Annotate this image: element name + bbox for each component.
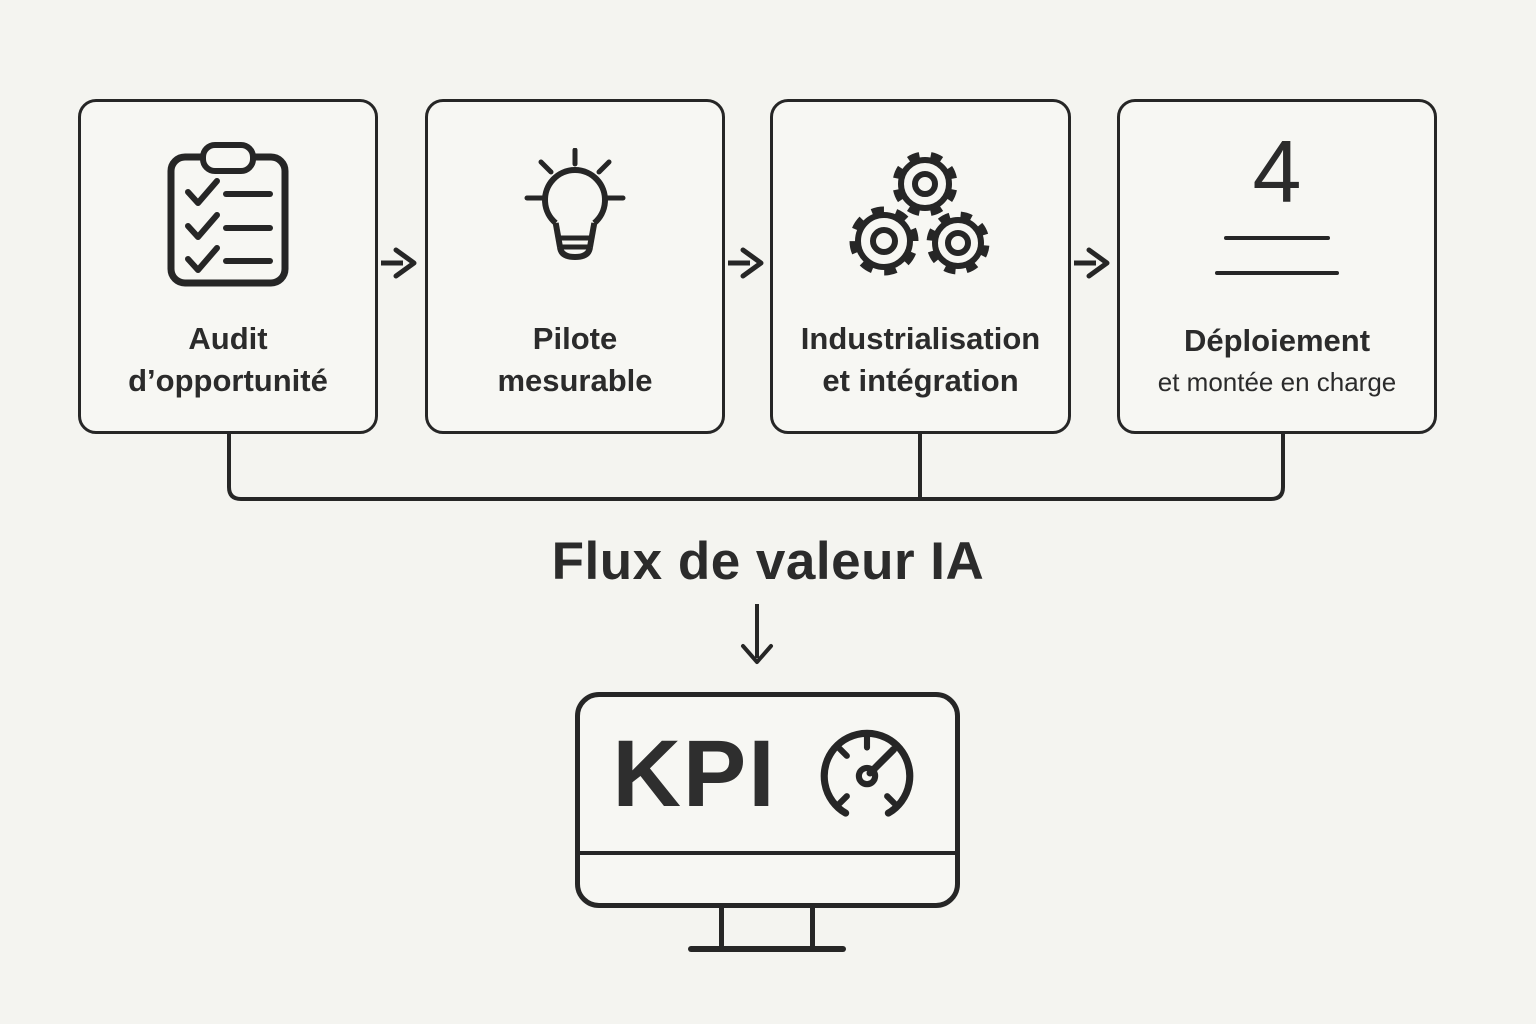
step-label-line1: Déploiement [1183,323,1371,358]
flow-title: Flux de valeur IA [551,532,985,591]
step-card-pilote: Pilote mesurable [425,99,725,434]
lightbulb-icon [524,148,626,261]
arrow-step2-to-step3 [728,247,764,279]
step-label-deploiement: Déploiement et montée en charge [1120,320,1434,402]
monitor-stand-leg [719,906,724,948]
monitor-stand-leg [810,906,815,948]
arrow-step1-to-step2 [381,247,417,279]
step-card-deploiement: 4 Déploiement et montée en charge [1117,99,1437,434]
gears-icon [849,151,989,276]
step-label-audit: Audit d’opportunité [81,318,375,402]
kpi-monitor: KPI [575,692,960,908]
step-label-line2: et montée en charge [1157,367,1397,397]
arrow-step3-to-step4 [1074,247,1110,279]
step-label-industrialisation: Industrialisation et intégration [773,318,1068,402]
clipboard-checklist-icon [167,142,289,287]
step-label-line2: d’opportunité [128,363,328,398]
monitor-bezel-line [580,851,955,855]
step-label-line1: Industrialisation [800,321,1041,356]
monitor-screen: KPI [580,697,955,851]
gauge-icon [820,729,913,817]
step-label-line2: et intégration [822,363,1019,398]
step-card-industrialisation: Industrialisation et intégration [770,99,1071,434]
number-underline [1215,271,1339,275]
step-card-audit: Audit d’opportunité [78,99,378,434]
flow-bracket [227,434,1285,501]
step-number: 4 [1252,122,1302,221]
step-label-pilote: Pilote mesurable [428,318,722,402]
step-label-line1: Pilote [532,321,618,356]
step-label-line2: mesurable [497,363,653,398]
monitor-stand-base [688,946,846,952]
number-underline [1224,236,1330,240]
step-label-line1: Audit [188,321,268,356]
kpi-label: KPI [612,720,777,827]
arrow-flow-to-kpi [741,604,773,664]
